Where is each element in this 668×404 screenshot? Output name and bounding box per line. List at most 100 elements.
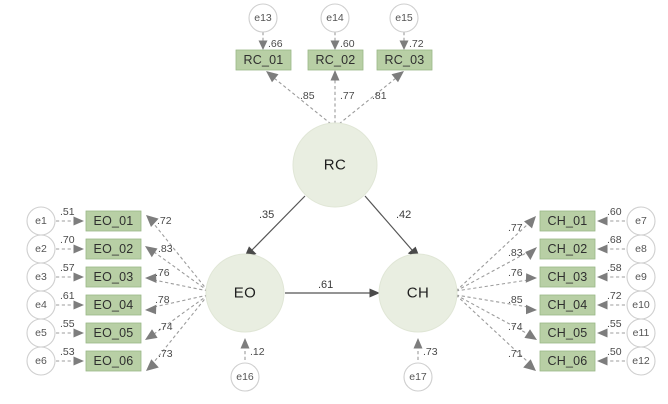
indicator-label-ch-06: CH_06 — [548, 354, 588, 368]
error-value-e2: .70 — [60, 234, 75, 246]
latent-circle-eo[interactable] — [205, 253, 285, 333]
error-node-e11: e11 — [626, 318, 656, 348]
loading-path-ch-02 — [455, 251, 529, 292]
latent-node-ch[interactable]: CH — [378, 253, 458, 333]
indicator-box-ch-01[interactable] — [539, 210, 596, 232]
indicator-ch-05[interactable]: CH_05 — [539, 322, 596, 344]
loading-eo-06: .73 — [146, 294, 209, 371]
indicator-label-eo-02: EO_02 — [94, 242, 134, 256]
loading-path-ch-06 — [455, 294, 529, 363]
arrowhead-e5 — [73, 328, 84, 338]
error-circle-e15 — [389, 3, 419, 33]
indicator-eo-03[interactable]: EO_03 — [85, 266, 142, 288]
indicator-label-eo-01: EO_01 — [94, 214, 134, 228]
indicator-ch-01[interactable]: CH_01 — [539, 210, 596, 232]
indicator-box-rc-01[interactable] — [235, 49, 292, 71]
error-label-e9: e9 — [635, 271, 647, 283]
indicator-box-ch-05[interactable] — [539, 322, 596, 344]
indicator-box-eo-06[interactable] — [85, 350, 142, 372]
indicator-ch-04[interactable]: CH_04 — [539, 294, 596, 316]
latent-node-rc[interactable]: RC — [292, 122, 378, 208]
indicator-label-eo-03: EO_03 — [94, 270, 134, 284]
error-label-e7: e7 — [635, 215, 647, 227]
arrowhead-loading-rc-02 — [330, 70, 340, 81]
error-label-e17: e17 — [409, 371, 427, 383]
arrowhead-e7 — [597, 216, 608, 226]
error-circle-e16 — [230, 362, 260, 392]
arrowhead-e11 — [597, 328, 608, 338]
latent-circle-rc[interactable] — [292, 122, 378, 208]
error-label-e14: e14 — [326, 12, 344, 24]
loading-path-eo-06 — [153, 294, 209, 363]
indicator-eo-01[interactable]: EO_01 — [85, 210, 142, 232]
error-value-e10: .72 — [607, 290, 622, 302]
indicator-ch-02[interactable]: CH_02 — [539, 238, 596, 260]
indicator-box-ch-02[interactable] — [539, 238, 596, 260]
error-node-e6: e6 — [26, 346, 56, 376]
error-node-e2: e2 — [26, 234, 56, 264]
indicator-box-eo-02[interactable] — [85, 238, 142, 260]
error-label-e12: e12 — [632, 355, 650, 367]
arrowhead-loading-eo-03 — [145, 273, 157, 283]
indicator-box-ch-04[interactable] — [539, 294, 596, 316]
latent-circle-ch[interactable] — [378, 253, 458, 333]
loading-ch-06: .71 — [455, 294, 536, 371]
arrowhead-loading-ch-04 — [526, 304, 537, 315]
indicator-rc-02[interactable]: RC_02 — [307, 49, 364, 71]
loading-value-eo-03: .76 — [155, 267, 170, 279]
error-label-e16: e16 — [236, 371, 254, 383]
error-label-e4: e4 — [35, 299, 47, 311]
error-circle-e12 — [626, 346, 656, 376]
loading-value-ch-04: .85 — [508, 294, 523, 306]
indicator-box-eo-04[interactable] — [85, 294, 142, 316]
arrowhead-loading-eo-04 — [145, 304, 157, 315]
arrowhead-e3 — [73, 272, 84, 282]
error-node-e1: e1 — [26, 206, 56, 236]
indicator-box-ch-06[interactable] — [539, 350, 596, 372]
indicator-box-rc-02[interactable] — [307, 49, 364, 71]
indicator-eo-06[interactable]: EO_06 — [85, 350, 142, 372]
arrowhead-e4 — [73, 300, 84, 310]
loading-path-ch-04 — [455, 294, 529, 308]
error-label-e8: e8 — [635, 243, 647, 255]
indicator-box-ch-03[interactable] — [539, 266, 596, 288]
latent-node-eo[interactable]: EO — [205, 253, 285, 333]
indicator-ch-06[interactable]: CH_06 — [539, 350, 596, 372]
indicator-box-rc-03[interactable] — [376, 49, 433, 71]
indicator-eo-02[interactable]: EO_02 — [85, 238, 142, 260]
indicator-ch-03[interactable]: CH_03 — [539, 266, 596, 288]
indicator-box-eo-03[interactable] — [85, 266, 142, 288]
arrowhead-e13 — [258, 40, 268, 50]
indicator-label-rc-02: RC_02 — [316, 53, 356, 67]
indicator-rc-03[interactable]: RC_03 — [376, 49, 433, 71]
arrowhead-e2 — [73, 244, 84, 254]
arrowhead-e1 — [73, 216, 84, 226]
error-node-e13: e13 — [248, 3, 278, 33]
structural-path-rc-eo: .35 — [244, 195, 306, 258]
loading-ch-05: .74 — [455, 294, 537, 340]
error-label-e6: e6 — [35, 355, 47, 367]
error-node-e5: e5 — [26, 318, 56, 348]
error-value-e15: .72 — [409, 38, 424, 50]
indicator-rc-01[interactable]: RC_01 — [235, 49, 292, 71]
loading-path-ch-01 — [455, 223, 529, 292]
indicator-eo-04[interactable]: EO_04 — [85, 294, 142, 316]
indicator-label-ch-04: CH_04 — [548, 298, 588, 312]
arrowhead-loading-ch-05 — [524, 329, 537, 340]
indicator-box-eo-01[interactable] — [85, 210, 142, 232]
latent-label-rc: RC — [324, 156, 346, 173]
arrowhead-loading-rc-01 — [266, 71, 279, 83]
indicator-box-eo-05[interactable] — [85, 322, 142, 344]
error-to-indicator-e15: .72 — [399, 32, 424, 50]
loading-ch-02: .83 — [455, 247, 537, 292]
error-circle-e13 — [248, 3, 278, 33]
indicator-eo-05[interactable]: EO_05 — [85, 322, 142, 344]
error-value-e3: .57 — [60, 262, 75, 274]
loading-path-eo-01 — [153, 223, 209, 292]
error-label-e13: e13 — [254, 12, 272, 24]
disturbance-to-eo: .12 — [240, 338, 265, 360]
error-to-indicator-e10: .72 — [597, 290, 625, 310]
loading-eo-03: .76 — [145, 267, 209, 292]
